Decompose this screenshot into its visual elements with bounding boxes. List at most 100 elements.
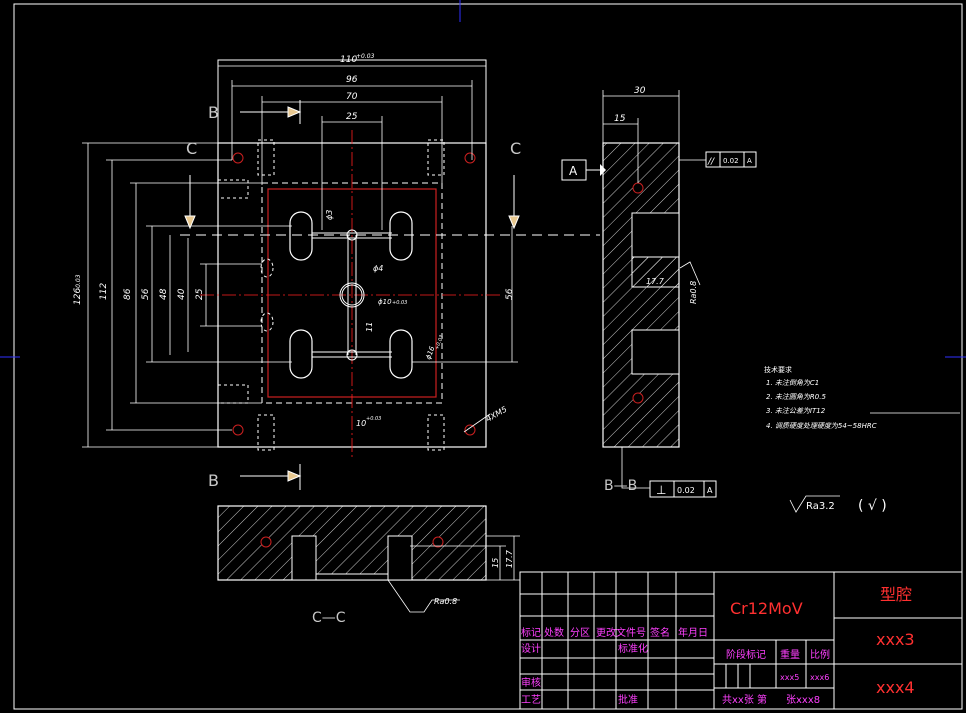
company: xxx4 <box>876 678 915 697</box>
dim-96: 96 <box>346 75 358 85</box>
right-dimension <box>412 226 518 363</box>
dim-phi3: ϕ3 <box>325 210 334 220</box>
parallel-tol: 0.02 <box>723 157 739 165</box>
side-view: 30 15 17.7 Ra0.8 A // 0.02 A B—B ⊥ 0.02 … <box>561 86 757 498</box>
tech-note-4: 4. 调质硬度处理硬度为54~58HRC <box>766 422 877 430</box>
parallel-symbol: // <box>707 157 715 167</box>
section-cc-label: C—C <box>312 610 346 626</box>
label-review: 审核 <box>521 676 541 689</box>
datum-triangle <box>600 164 606 176</box>
section-b-bottom: B <box>208 471 219 490</box>
sheet-number: 张xxx8 <box>786 694 820 706</box>
hdr-mark: 标记 <box>521 627 541 639</box>
datum-label: A <box>569 164 578 178</box>
section-hole-1 <box>260 536 272 548</box>
dim-11: 11 <box>365 322 374 332</box>
drawing-number: xxx3 <box>876 630 915 649</box>
dim-25: 25 <box>346 112 358 122</box>
thread-label: 4XM5 <box>485 405 509 424</box>
section-dim-17-7: 17.7 <box>505 549 514 568</box>
section-slot-2 <box>387 535 413 581</box>
label-process: 工艺 <box>521 694 541 706</box>
dim-48: 48 <box>159 288 169 300</box>
dim-40: 40 <box>177 288 187 300</box>
section-roughness: Ra0.8 <box>434 597 457 606</box>
hidden-holes <box>217 139 445 451</box>
hdr-date: 年月日 <box>678 626 708 639</box>
title-block <box>519 571 963 710</box>
section-c-right: C <box>510 139 521 158</box>
side-dim-15: 15 <box>614 114 626 124</box>
tech-note-3: 3. 未注公差为IT12 <box>766 407 826 415</box>
surface-finish-symbol <box>789 495 840 513</box>
side-roughness: Ra0.8 <box>689 281 698 304</box>
label-approve: 批准 <box>618 693 638 706</box>
side-dimensions <box>602 90 680 288</box>
label-stage: 阶段标记 <box>726 648 766 661</box>
material: Cr12MoV <box>730 599 803 618</box>
dim-56-right: 56 <box>505 288 515 300</box>
hdr-count: 处数 <box>544 626 564 639</box>
dim-126-tol: -0.03 <box>75 274 82 290</box>
side-hole-top <box>632 182 644 194</box>
side-pocket-1 <box>631 212 680 258</box>
dim-25-v: 25 <box>195 288 205 300</box>
side-dim-30: 30 <box>634 86 646 96</box>
dim-126: 126 <box>73 288 83 305</box>
side-roughness-symbol <box>679 261 701 286</box>
label-design: 设计 <box>521 642 541 655</box>
left-dimensions <box>82 142 292 448</box>
dim-phi10: ϕ10 <box>378 298 392 306</box>
perp-symbol: ⊥ <box>656 483 666 497</box>
screw-holes <box>232 152 476 436</box>
side-dim-17-7: 17.7 <box>646 277 665 286</box>
dim-110-tol: +0.03 <box>356 53 375 60</box>
tech-note-1: 1. 未注倒角为C1 <box>766 379 819 387</box>
dim-70: 70 <box>346 92 358 102</box>
top-dimensions <box>218 65 486 230</box>
dim-86: 86 <box>123 288 133 300</box>
dim-10: 10 <box>356 419 366 428</box>
dim-phi10-tol: +0.03 <box>392 300 407 306</box>
section-channel <box>315 573 389 581</box>
top-view: 110 +0.03 96 70 25 126 -0.03 112 <box>73 53 600 490</box>
label-weight: 重量 <box>780 648 800 661</box>
section-dim-15: 15 <box>491 558 500 568</box>
section-body <box>217 505 487 581</box>
dim-56-left: 56 <box>141 288 151 300</box>
side-pocket-2 <box>631 256 680 288</box>
scale-value: xxx6 <box>810 673 829 682</box>
part-name: 型腔 <box>880 585 912 604</box>
thread-leader <box>463 413 491 433</box>
parallel-frame <box>705 151 757 168</box>
section-c-left: C <box>186 139 197 158</box>
perp-frame <box>649 480 717 498</box>
center-lines <box>200 130 500 460</box>
section-arrows <box>180 100 600 490</box>
surface-finish-other: ( √ ) <box>858 498 887 514</box>
surface-finish-block: Ra3.2 ( √ ) <box>789 495 887 514</box>
section-cc-view: 15 17.7 Ra0.8 C—C <box>217 505 520 626</box>
hdr-sign: 签名 <box>650 626 670 639</box>
hdr-change-doc: 更改文件号 <box>596 626 646 639</box>
hdr-zone: 分区 <box>570 627 590 639</box>
title-block-text: Cr12MoV 型腔 xxx3 xxx4 标记 处数 分区 更改文件号 签名 年… <box>521 585 915 706</box>
perp-tol: 0.02 <box>677 486 695 495</box>
dim-phi16-tol: +0.03 <box>434 334 445 350</box>
dim-phi4: ϕ4 <box>373 264 383 273</box>
label-standard: 标准化 <box>618 642 648 655</box>
viewport-crosshair <box>0 0 966 358</box>
parallel-ref: A <box>747 157 752 165</box>
tech-notes-title: 技术要求 <box>764 365 792 374</box>
section-roughness-leader <box>387 579 460 613</box>
side-hole-bottom <box>632 392 644 404</box>
gate-slots <box>289 211 413 379</box>
section-slot-1 <box>291 535 317 581</box>
weight-value: xxx5 <box>780 673 799 682</box>
dim-110: 110 <box>340 55 357 65</box>
surface-finish-value: Ra3.2 <box>806 501 835 512</box>
section-b-top: B <box>208 103 219 122</box>
label-scale: 比例 <box>810 648 830 661</box>
tech-note-2: 2. 未注圆角为R0.5 <box>766 393 826 401</box>
